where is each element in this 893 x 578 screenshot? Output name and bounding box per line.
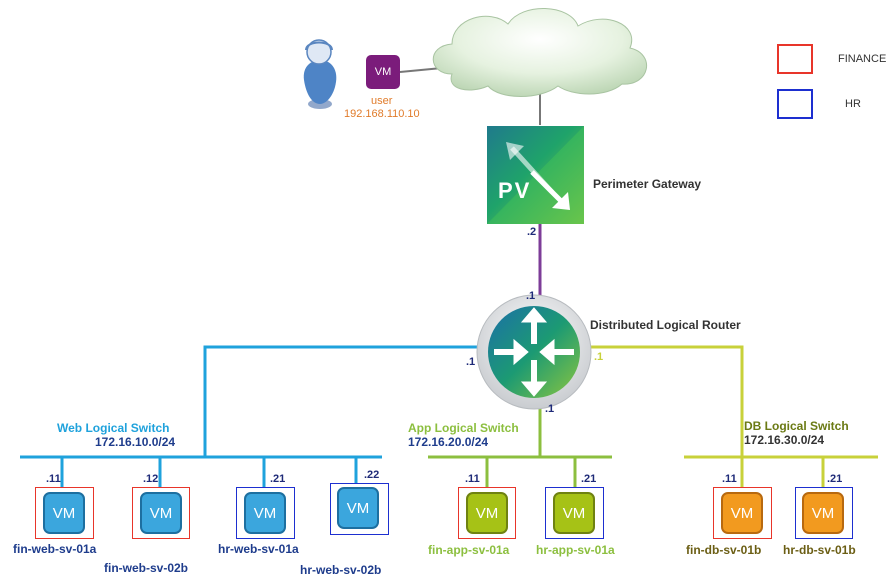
app-switch-subnet: 172.16.20.0/24 bbox=[408, 435, 489, 449]
app-switch-lines bbox=[428, 400, 612, 487]
vm-finance-frame bbox=[35, 487, 94, 539]
vm-label: VM bbox=[562, 504, 586, 522]
legend-finance-label: FINANCE bbox=[838, 53, 887, 65]
vm-ip: .12 bbox=[143, 473, 159, 485]
web-switch-name: Web Logical Switch bbox=[57, 421, 170, 435]
vm-ip: .11 bbox=[46, 473, 61, 485]
vm-finance-frame bbox=[132, 487, 190, 539]
user-vm-icon: VM bbox=[366, 55, 400, 89]
user-person-icon bbox=[303, 39, 337, 109]
web-switch-lines bbox=[20, 345, 486, 487]
vm-ip: .11 bbox=[465, 473, 480, 485]
vm-finance-frame bbox=[713, 487, 772, 539]
vm-ip: .21 bbox=[581, 473, 597, 485]
vm-icon: VM bbox=[721, 492, 763, 534]
db-switch-name: DB Logical Switch bbox=[744, 419, 849, 433]
router-ip-app: .1 bbox=[545, 403, 555, 415]
vm-name: fin-db-sv-01b bbox=[686, 543, 762, 557]
vm-ip: .11 bbox=[722, 473, 737, 485]
internet-cloud-icon bbox=[432, 8, 647, 97]
vm-icon: VM bbox=[244, 492, 286, 534]
user-uplink bbox=[399, 67, 443, 73]
vm-icon: VM bbox=[140, 492, 182, 534]
vm-icon: VM bbox=[337, 487, 379, 529]
perimeter-gateway-label: Perimeter Gateway bbox=[593, 177, 702, 191]
vm-hr-frame bbox=[545, 487, 604, 539]
app-switch-name: App Logical Switch bbox=[408, 421, 519, 435]
vm-name: fin-app-sv-01a bbox=[428, 543, 510, 557]
router-ip-uplink: .1 bbox=[526, 290, 536, 302]
vm-hr-frame bbox=[795, 487, 853, 539]
vm-finance-frame bbox=[458, 487, 516, 539]
perimeter-ip: .2 bbox=[527, 226, 537, 238]
router-ip-web: .1 bbox=[466, 356, 476, 368]
user-vm-label: VM bbox=[374, 66, 392, 78]
db-switch-subnet: 172.16.30.0/24 bbox=[744, 433, 825, 447]
legend-hr-label: HR bbox=[845, 98, 861, 110]
vm-name: fin-web-sv-01a bbox=[13, 542, 97, 556]
vm-label: VM bbox=[253, 504, 277, 522]
vm-name: hr-app-sv-01a bbox=[536, 543, 615, 557]
vm-name: hr-web-sv-01a bbox=[218, 542, 299, 556]
perimeter-logo-text: PV bbox=[498, 178, 532, 203]
legend-finance-swatch bbox=[777, 44, 813, 74]
vm-hr-frame bbox=[330, 483, 389, 535]
vm-ip: .22 bbox=[364, 469, 380, 481]
legend-hr-swatch bbox=[777, 89, 813, 119]
vm-icon: VM bbox=[553, 492, 595, 534]
distributed-router-icon bbox=[476, 294, 592, 410]
web-switch-subnet: 172.16.10.0/24 bbox=[95, 435, 176, 449]
vm-icon: VM bbox=[466, 492, 508, 534]
vm-ip: .21 bbox=[270, 473, 286, 485]
vm-hr-frame bbox=[236, 487, 295, 539]
router-ip-db: .1 bbox=[594, 351, 604, 363]
db-switch-lines bbox=[590, 345, 878, 487]
vm-label: VM bbox=[475, 504, 499, 522]
vm-ip: .21 bbox=[827, 473, 843, 485]
router-label: Distributed Logical Router bbox=[590, 318, 741, 332]
vm-icon: VM bbox=[802, 492, 844, 534]
user-ip: 192.168.110.10 bbox=[344, 108, 420, 120]
vm-label: VM bbox=[346, 499, 370, 517]
vm-label: VM bbox=[811, 504, 835, 522]
vm-name: fin-web-sv-02b bbox=[104, 561, 189, 575]
perimeter-gateway-icon bbox=[487, 126, 584, 224]
vm-label: VM bbox=[730, 504, 754, 522]
vm-icon: VM bbox=[43, 492, 85, 534]
vm-label: VM bbox=[149, 504, 173, 522]
vm-name: hr-web-sv-02b bbox=[300, 563, 382, 577]
user-name: user bbox=[371, 95, 393, 107]
vm-label: VM bbox=[52, 504, 76, 522]
vm-name: hr-db-sv-01b bbox=[783, 543, 856, 557]
